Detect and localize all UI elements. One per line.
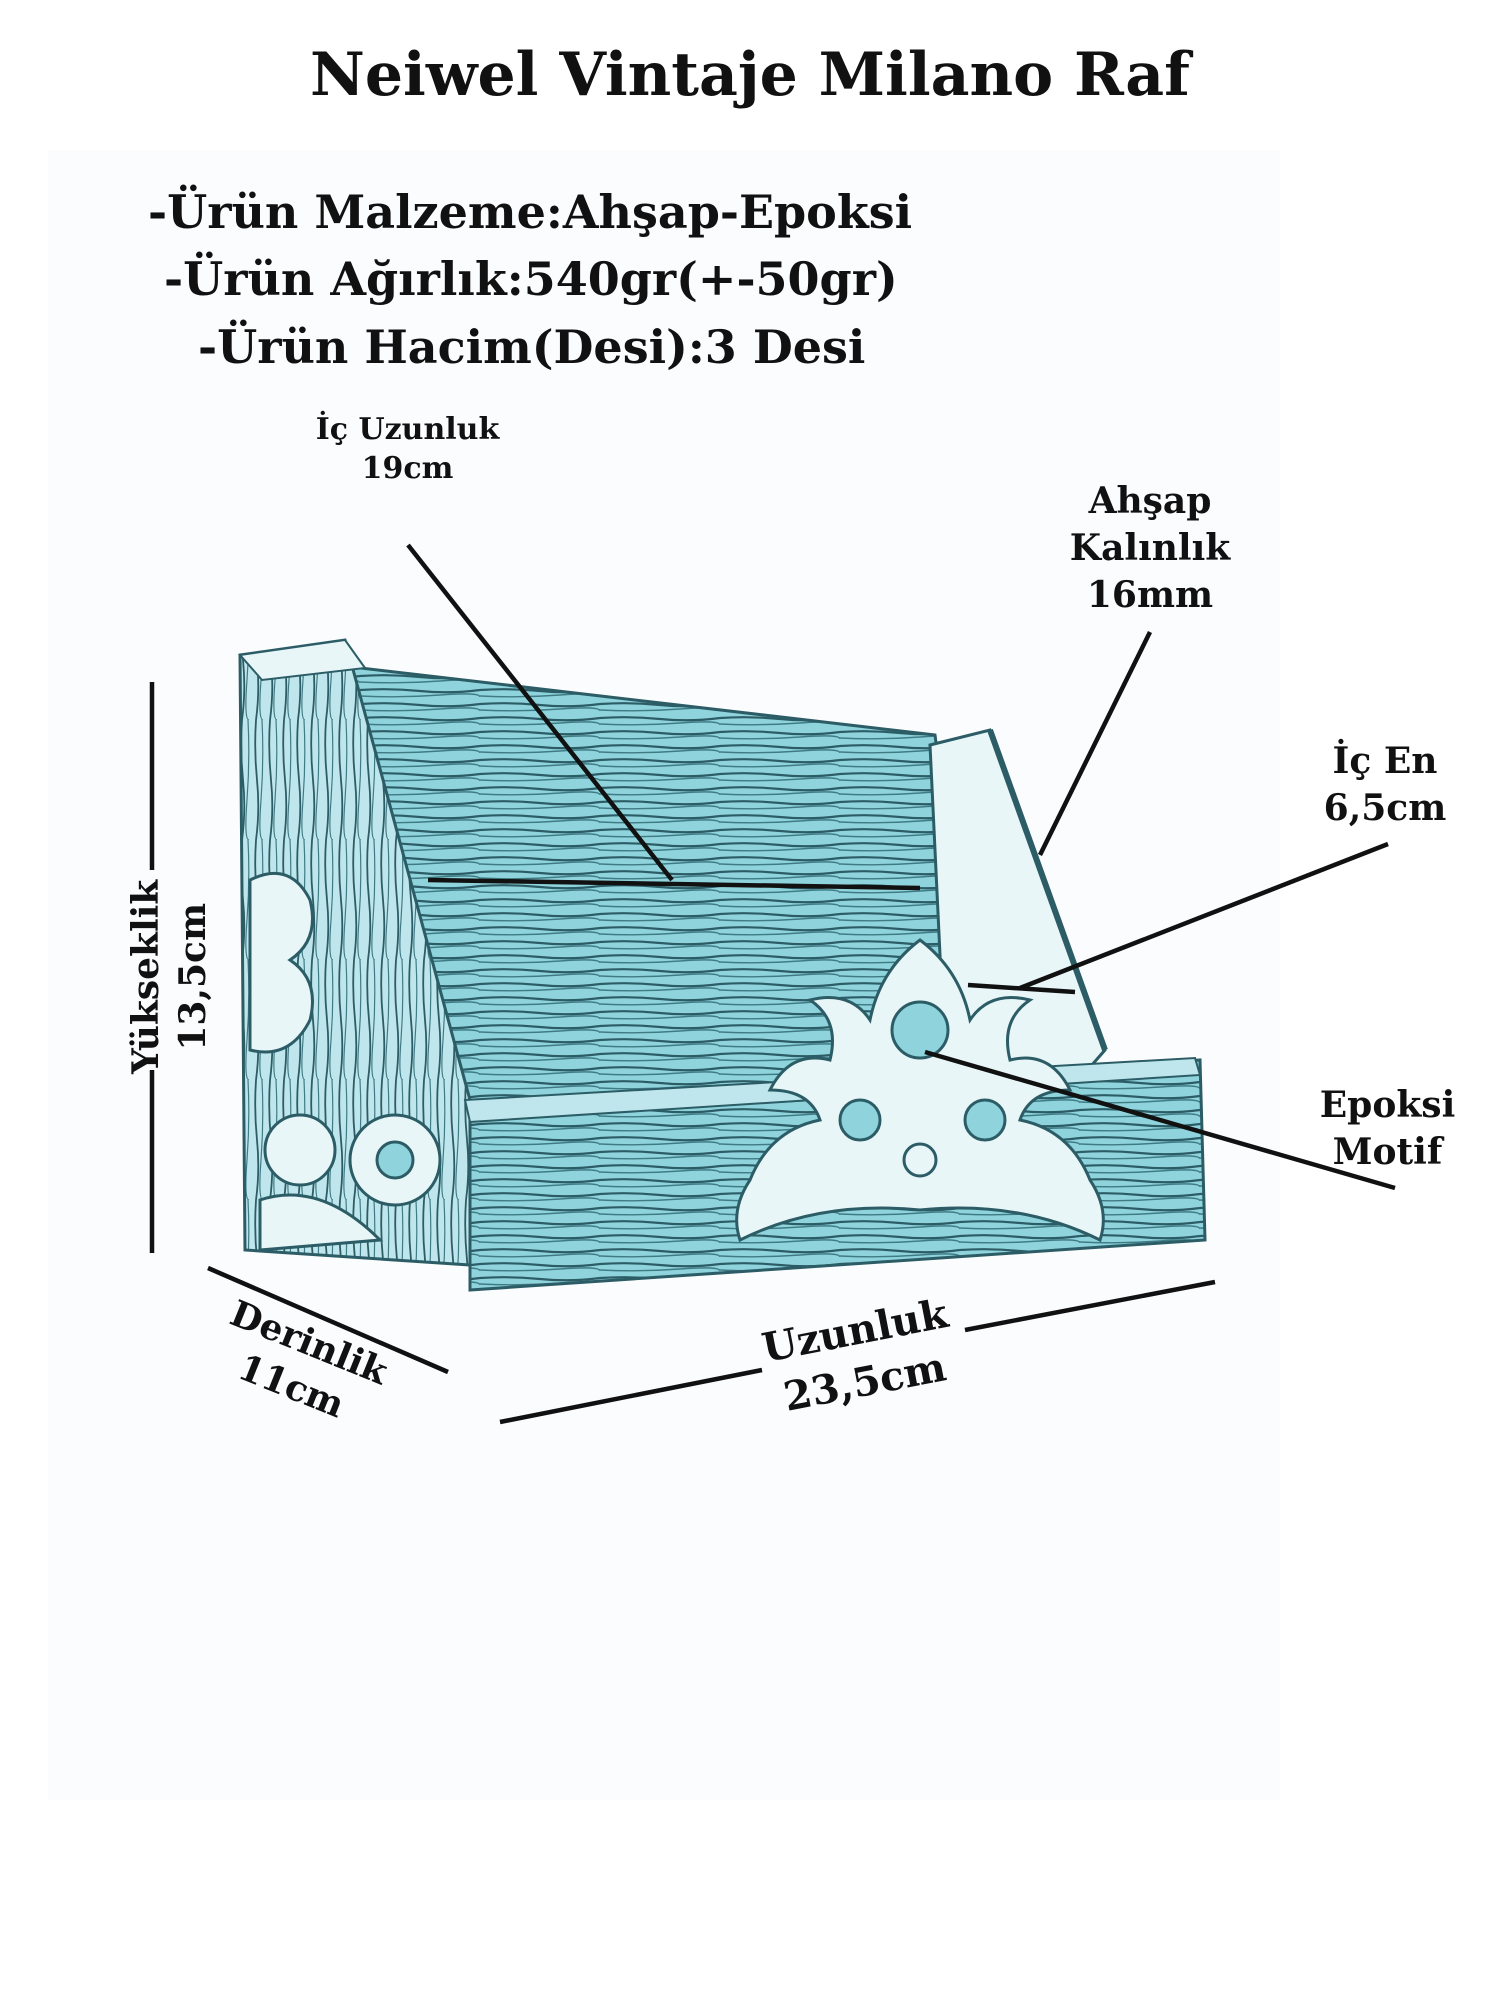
inner-length-leader (406, 543, 674, 882)
spec-material: -Ürün Malzeme:Ahşap-Epoksi (148, 185, 913, 239)
left-ornament (248, 871, 442, 1252)
inner-width-label: İç En 6,5cm (1323, 740, 1447, 829)
depth-line (207, 1265, 449, 1375)
epoxy-motif-leader (924, 1049, 1396, 1191)
left-side-panel (238, 638, 472, 1267)
epoxy-motif-ornament (735, 938, 1105, 1243)
inner-width-line (967, 982, 1076, 995)
length-line-right (964, 1279, 1216, 1333)
product-title: Neiwel Vintaje Milano Raf (310, 40, 1190, 110)
spec-weight: -Ürün Ağırlık:540gr(+-50gr) (164, 252, 898, 306)
epoxy-motif-label: Epoksi Motif (1319, 1084, 1456, 1173)
inner-length-label: İç Uzunluk 19cm (315, 412, 500, 486)
wood-thickness-label: Ahşap Kalınlık 16mm (1069, 480, 1231, 616)
height-label: Yükseklik 13,5cm (125, 879, 214, 1074)
inner-length-line (427, 877, 921, 891)
leader-lines (149, 543, 1396, 1425)
length-line-left (499, 1367, 763, 1425)
inner-width-leader (1019, 841, 1389, 991)
spec-volume: -Ürün Hacim(Desi):3 Desi (198, 320, 866, 374)
wood-thickness-leader (1037, 631, 1153, 856)
